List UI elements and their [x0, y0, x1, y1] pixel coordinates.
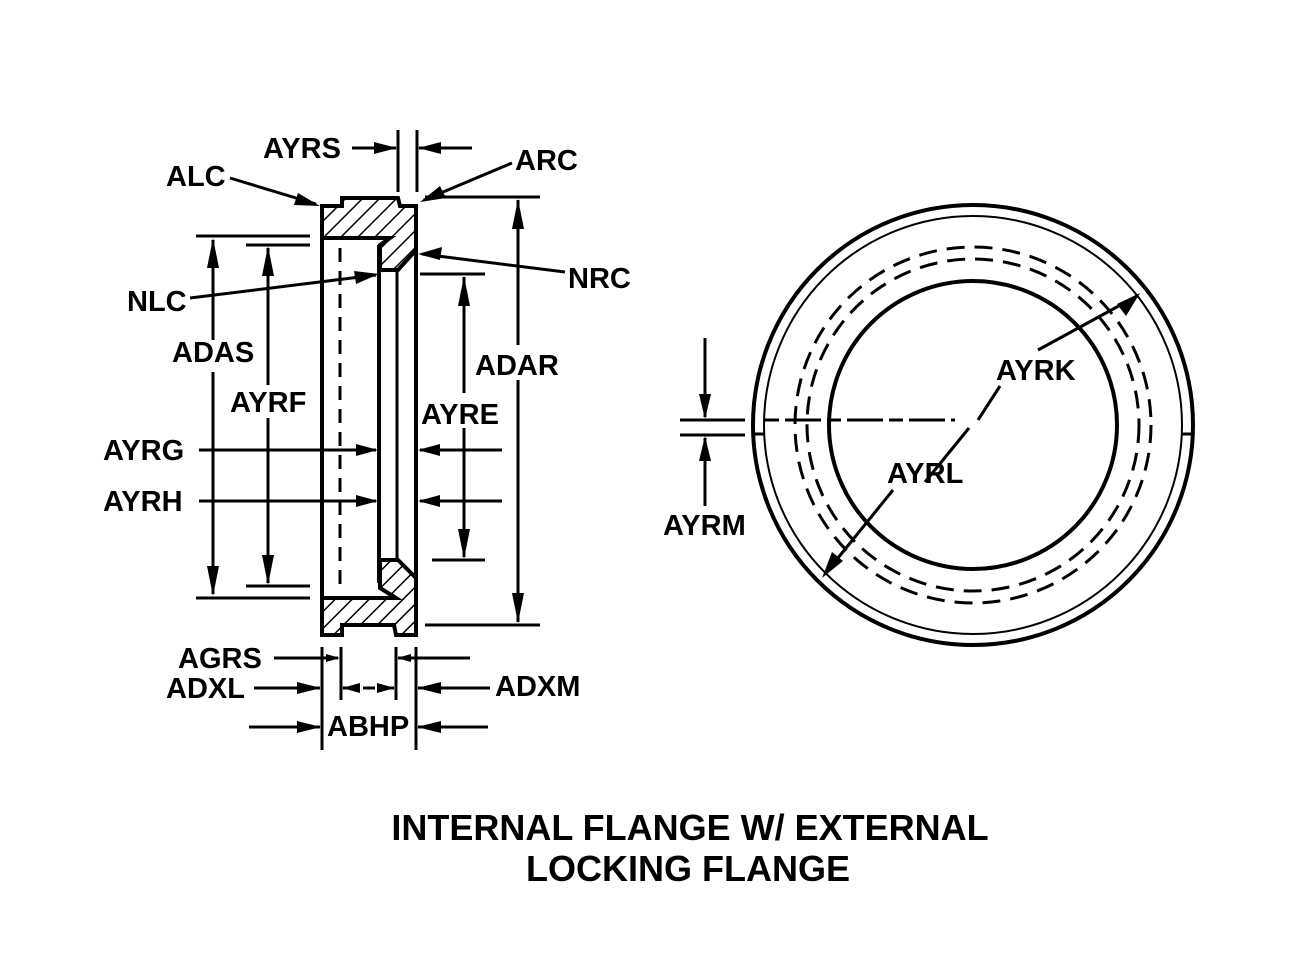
label-ayre: AYRE: [421, 399, 499, 431]
ayrm-arrow-down: [699, 394, 711, 419]
ayrf-arrow-up: [262, 246, 274, 276]
agrs-arrow-left: [326, 654, 340, 662]
ayrk-arrow: [1117, 293, 1140, 316]
label-abhp: ABHP: [327, 711, 409, 743]
title-line-1: INTERNAL FLANGE W/ EXTERNAL: [391, 807, 988, 848]
agrs-arrow-right: [397, 654, 411, 662]
top-flange-section: [320, 196, 418, 272]
ayrf-arrow-down: [262, 555, 274, 585]
alc-arrow: [294, 193, 320, 206]
ayre-arrow-up: [458, 276, 470, 306]
label-adxl: ADXL: [166, 673, 245, 705]
section-view: ADAS AYRF ADAR AYRE AYRG AYRH: [103, 130, 631, 750]
inner-span-arrow-left: [342, 683, 360, 693]
hidden-circle-outer: [793, 245, 1153, 605]
nlc-arrow: [354, 271, 379, 284]
label-ayrm: AYRM: [663, 510, 746, 542]
nrc-arrow: [418, 247, 442, 260]
label-ayrh: AYRH: [103, 486, 183, 518]
label-nrc: NRC: [568, 263, 631, 295]
ayrl-center-segment: [923, 427, 971, 483]
label-adxm: ADXM: [495, 671, 580, 703]
ayre-arrow-down: [458, 529, 470, 559]
label-ayrg: AYRG: [103, 435, 184, 467]
label-agrs: AGRS: [178, 643, 262, 675]
ayrh-arrow-left: [356, 495, 378, 507]
ayrm-arrow-up: [699, 436, 711, 461]
label-nlc: NLC: [127, 286, 187, 318]
adar-arrow-up: [512, 199, 524, 229]
label-alc: ALC: [166, 161, 226, 193]
label-adas: ADAS: [172, 337, 254, 369]
adxl-arrow: [297, 682, 321, 694]
abhp-arrow-left: [297, 721, 321, 733]
label-ayrl: AYRL: [887, 458, 963, 490]
ayrs-arrow-left: [374, 142, 397, 154]
adas-arrow-up: [207, 238, 219, 268]
adas-arrow-down: [207, 566, 219, 596]
arc-arrow: [420, 186, 446, 202]
label-ayrs: AYRS: [263, 133, 341, 165]
label-arc: ARC: [515, 145, 578, 177]
ayrg-arrow-right: [418, 444, 440, 456]
ayrg-arrow-left: [356, 444, 378, 456]
label-ayrf: AYRF: [230, 387, 306, 419]
hidden-circle-inner: [805, 257, 1141, 593]
end-view: AYRM AYRK AYRL: [663, 203, 1195, 647]
nrc-leader: [421, 252, 566, 274]
ayrk-center-segment: [976, 385, 1002, 421]
ayrl-arrow: [822, 552, 843, 578]
ayrh-arrow-right: [418, 495, 440, 507]
ayrs-arrow-right: [418, 142, 441, 154]
outer-step-circle: [763, 215, 1183, 635]
title-line-2: LOCKING FLANGE: [526, 848, 850, 889]
inner-span-arrow-right: [377, 683, 395, 693]
outer-circle: [751, 203, 1195, 647]
label-adar: ADAR: [475, 350, 559, 382]
bore-circle: [827, 279, 1119, 571]
adar-arrow-down: [512, 593, 524, 623]
abhp-arrow-right: [417, 721, 441, 733]
adxm-arrow: [417, 682, 441, 694]
label-ayrk: AYRK: [996, 355, 1076, 387]
bottom-flange-section: [320, 558, 418, 637]
nlc-leader: [189, 273, 377, 300]
